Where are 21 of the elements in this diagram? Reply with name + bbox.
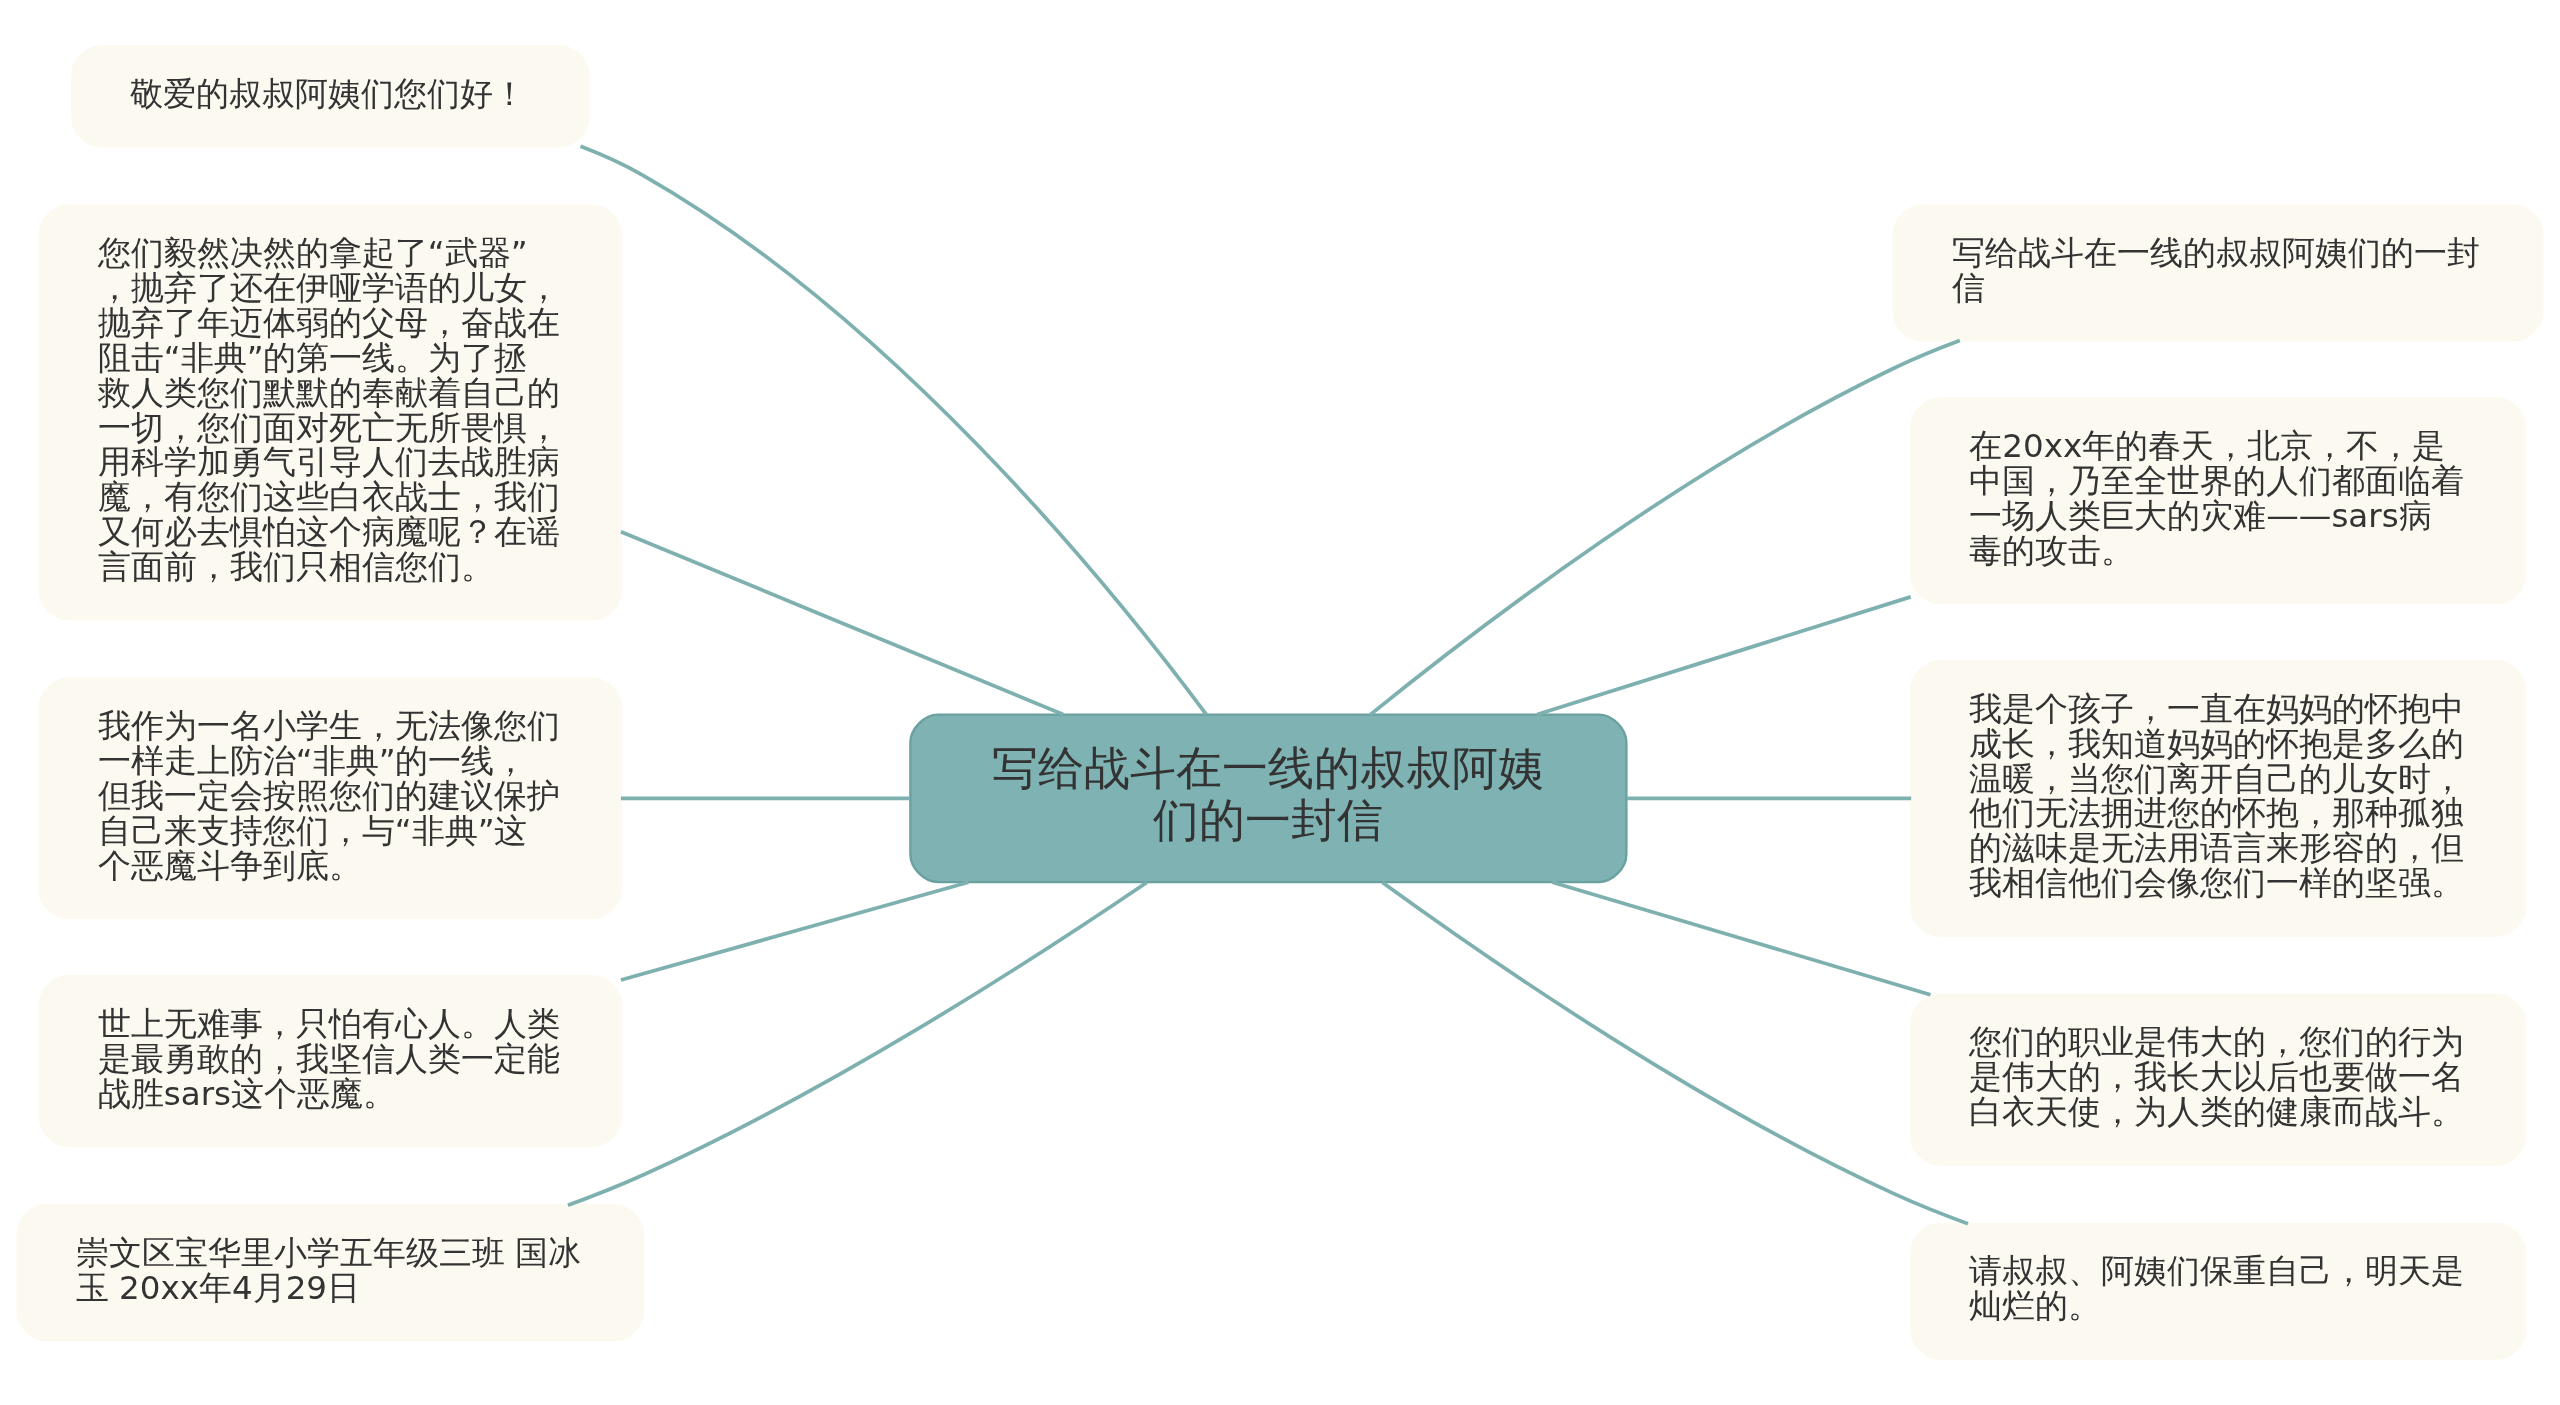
node-box: 您们的职业是伟大的，您们的行为是伟大的，我长大以后也要做一名白衣天使，为人类的健康而战斗。 bbox=[1910, 993, 2527, 1166]
node-box: 请叔叔、阿姨们保重自己，明天是灿烂的。 bbox=[1910, 1222, 2527, 1360]
connector bbox=[620, 796, 910, 801]
connector bbox=[620, 880, 969, 982]
node-box: 写给战斗在一线的叔叔阿姨们的一封信 bbox=[909, 713, 1628, 884]
connector bbox=[1369, 338, 1961, 717]
connector bbox=[567, 880, 1148, 1207]
node-box: 我作为一名小学生，无法像您们一样走上防治“非典”的一线，但我一定会按照您们的建议保护自己来支持您们，与“非典”这个恶魔斗争到底。 bbox=[38, 677, 623, 920]
node-box: 在20xx年的春天，北京，不，是中国，乃至全世界的人们都面临着一场人类巨大的灾难——sars病毒的攻击。 bbox=[1910, 397, 2527, 605]
node-box: 世上无难事，只怕有心人。人类是最勇敢的，我坚信人类一定能战胜sars这个恶魔。 bbox=[38, 975, 623, 1148]
node-box: 写给战斗在一线的叔叔阿姨们的一封信 bbox=[1892, 204, 2544, 342]
node-box: 敬爱的叔叔阿姨们您们好！ bbox=[71, 45, 590, 148]
node-box: 崇文区宝华里小学五年级三班 国冰玉 20xx年4月29日 bbox=[16, 1204, 645, 1342]
node-box: 您们毅然决然的拿起了“武器”，抛弃了还在伊哑学语的儿女，抛弃了年迈体弱的父母，奋战在阻击“非典”的第一线。为了拯救人类您们默默的奉献着自己的一切，您们面对死亡无所畏惧，用科学加勇气引导人们去战胜病魔，有您们这些白衣战士，我们又何必去惧怕这个病魔呢？在谣言面前，我们只相信您们。 bbox=[38, 204, 623, 621]
connector bbox=[1626, 796, 1912, 801]
connector bbox=[579, 144, 1208, 716]
connector bbox=[1536, 595, 1912, 717]
node-box: 我是个孩子，一直在妈妈的怀抱中成长，我知道妈妈的怀抱是多么的温暖，当您们离开自己的儿女时，他们无法拥进您的怀抱，那种孤独的滋味是无法用语言来形容的，但我相信他们会像您们一样的坚强。 bbox=[1910, 660, 2527, 937]
connector bbox=[1551, 880, 1932, 997]
connector bbox=[1381, 881, 1969, 1226]
connector bbox=[620, 529, 1064, 717]
